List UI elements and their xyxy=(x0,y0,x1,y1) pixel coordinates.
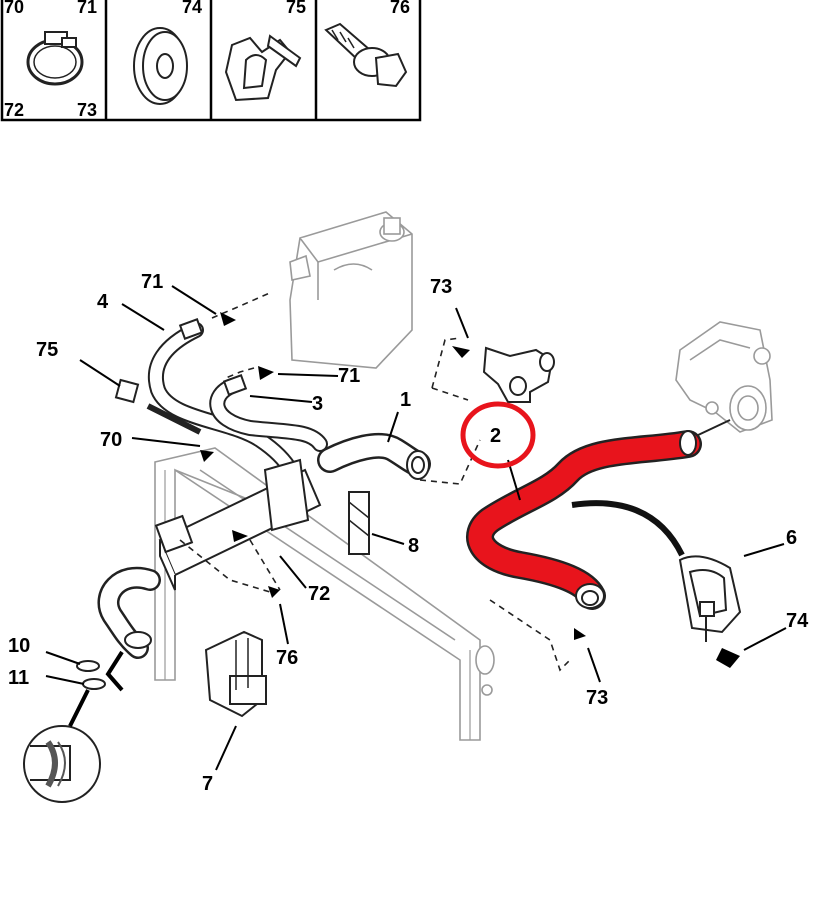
legend-label-72: 72 xyxy=(4,100,24,120)
legend-label-74: 74 xyxy=(182,0,202,17)
hose-clip-icon xyxy=(224,34,302,102)
bracket-6 xyxy=(678,555,742,642)
tube-8 xyxy=(348,491,370,555)
clip-7 xyxy=(204,630,267,718)
legend-label-73: 73 xyxy=(77,100,97,120)
o-ring-10 xyxy=(76,660,100,672)
cross-marker-76 xyxy=(268,586,280,598)
callout-74: 74 xyxy=(786,610,809,632)
callout-10: 10 xyxy=(8,635,30,657)
callout-70: 70 xyxy=(100,429,122,451)
parts-legend-table: 70 71 72 73 74 75 76 xyxy=(0,0,422,122)
legend-label-75: 75 xyxy=(286,0,306,17)
expansion-tank xyxy=(289,211,413,369)
callout-11: 11 xyxy=(8,667,29,689)
hose-3 xyxy=(209,374,328,452)
callout-6: 6 xyxy=(786,527,797,549)
callout-1: 1 xyxy=(400,389,411,411)
callout-72: 72 xyxy=(308,583,330,605)
callout-75: 75 xyxy=(36,339,58,361)
hose-to-clip-6 xyxy=(571,500,685,557)
callout-71-top: 71 xyxy=(141,271,163,293)
o-ring-11 xyxy=(82,678,106,690)
dashed-connectors xyxy=(179,291,571,672)
legend-label-76: 76 xyxy=(390,0,410,17)
square-marker-74 xyxy=(716,648,740,668)
callout-2: 2 xyxy=(490,425,501,447)
legend-label-71: 71 xyxy=(77,0,97,17)
callout-labels: 71 4 75 71 3 1 70 73 2 8 72 76 7 10 11 6… xyxy=(8,271,809,795)
thermostat-housing xyxy=(675,321,773,437)
lower-radiator-hose xyxy=(97,566,161,659)
hose-1 xyxy=(317,432,431,480)
strap-70 xyxy=(146,403,202,435)
bolt-icon xyxy=(324,22,408,88)
callout-7: 7 xyxy=(202,773,213,795)
arrow-bracket-10-11 xyxy=(105,650,124,692)
callout-3: 3 xyxy=(312,393,323,415)
callout-4: 4 xyxy=(97,291,109,313)
callout-73-top: 73 xyxy=(430,276,452,298)
water-outlet xyxy=(482,346,555,403)
legend-label-70: 70 xyxy=(4,0,24,17)
callout-73-bottom: 73 xyxy=(586,687,608,709)
grommet-icon xyxy=(133,27,188,105)
hose-clamp-icon xyxy=(26,31,84,86)
callout-71-mid: 71 xyxy=(338,365,360,387)
radiator xyxy=(154,447,495,741)
heat-exchanger xyxy=(154,458,322,591)
clamp-75 xyxy=(114,378,140,404)
seal-detail-circle xyxy=(23,725,101,803)
hose-2-highlighted xyxy=(466,430,702,610)
leader-detail-circle xyxy=(68,689,90,727)
arrowheads xyxy=(200,312,740,668)
callout-8: 8 xyxy=(408,535,419,557)
callout-76: 76 xyxy=(276,647,298,669)
highlight-circle xyxy=(460,401,536,469)
